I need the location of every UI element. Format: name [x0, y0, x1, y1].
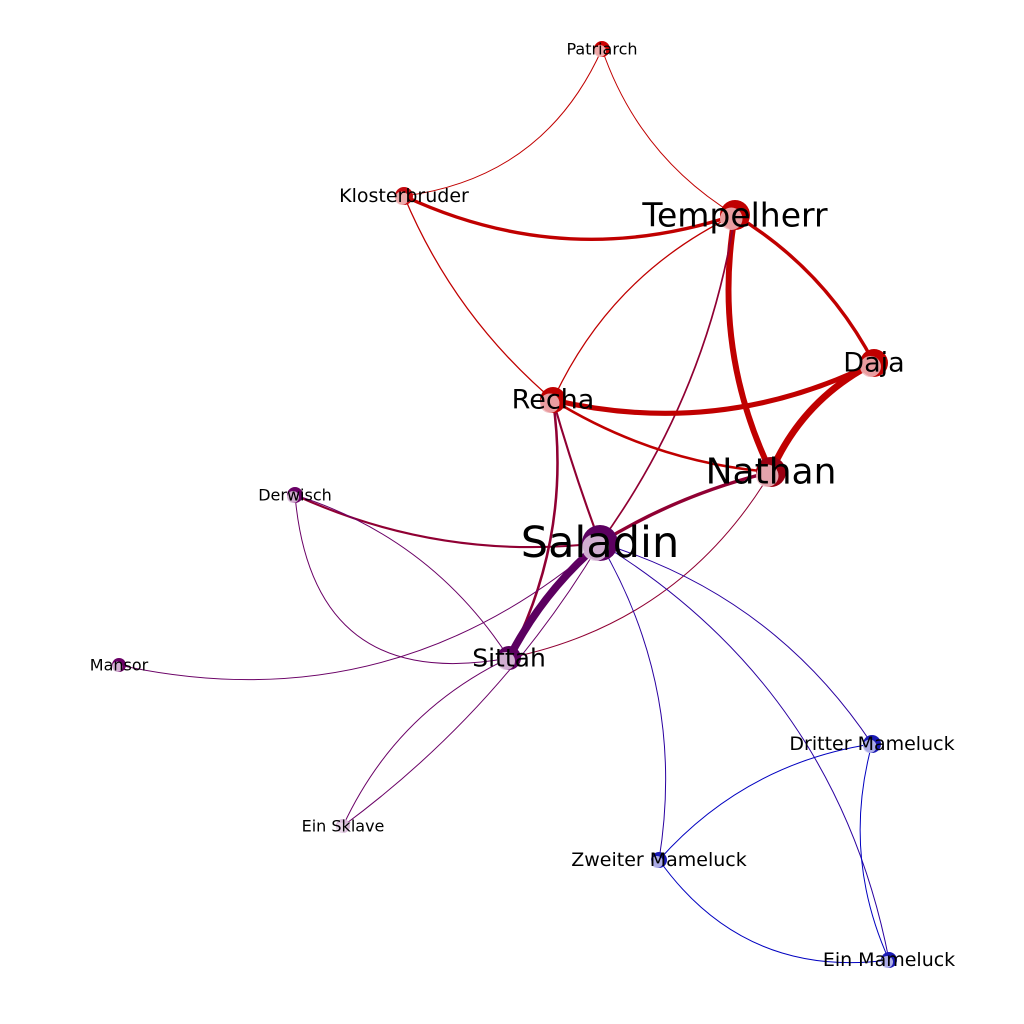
edge-tempelherr-nathan	[725, 212, 774, 475]
node-daja[interactable]	[860, 349, 888, 377]
edge-nathan-saladin	[598, 470, 773, 545]
nodes-layer	[112, 41, 897, 968]
node-dritter[interactable]	[863, 735, 881, 753]
node-halo-einmameluck	[881, 956, 893, 968]
node-halo-patriarch	[594, 45, 606, 57]
node-halo-daja	[860, 356, 881, 377]
edge-nathan-sittah	[508, 471, 772, 659]
node-label-mansor: Mansor	[90, 656, 149, 675]
node-halo-recha	[540, 393, 560, 413]
node-label-dritter: Dritter Mameluck	[789, 733, 954, 755]
edges-layer	[118, 48, 890, 964]
edge-recha-nathan	[551, 398, 773, 474]
node-label-sklave: Ein Sklave	[302, 817, 385, 836]
edge-derwisch-sittah	[294, 494, 510, 659]
edge-sittah-derwisch	[294, 494, 510, 665]
edge-patriarch-klosterbruder	[403, 48, 603, 197]
node-label-zweiter: Zweiter Mameluck	[571, 849, 747, 871]
edge-klosterbruder-tempelherr	[402, 194, 737, 241]
edge-derwisch-saladin	[293, 493, 602, 549]
edge-saladin-dritter	[599, 542, 873, 745]
node-label-derwisch: Derwisch	[258, 486, 332, 505]
node-nathan[interactable]	[756, 457, 786, 487]
edge-saladin-sklave	[342, 542, 601, 827]
node-halo-dritter	[863, 739, 877, 753]
node-sittah[interactable]	[497, 646, 521, 670]
node-zweiter[interactable]	[651, 852, 667, 868]
node-halo-zweiter	[651, 856, 663, 868]
edge-sittah-sklave	[342, 657, 510, 827]
node-halo-nathan	[756, 464, 779, 487]
edge-saladin-zweiter	[599, 542, 667, 861]
node-einmameluck[interactable]	[881, 952, 897, 968]
node-label-tempelherr: Tempelherr	[641, 196, 828, 235]
edge-tempelherr-saladin	[599, 214, 736, 544]
node-halo-tempelherr	[720, 207, 743, 230]
node-label-recha: Recha	[512, 385, 595, 416]
node-label-daja: Daja	[843, 348, 904, 379]
node-patriarch[interactable]	[594, 41, 610, 57]
node-halo-mansor	[112, 661, 123, 672]
node-tempelherr[interactable]	[720, 200, 750, 230]
node-label-einmameluck: Ein Mameluck	[823, 949, 955, 971]
node-mansor[interactable]	[112, 658, 126, 672]
node-label-patriarch: Patriarch	[567, 40, 638, 59]
edge-dritter-zweiter	[658, 743, 873, 861]
node-halo-saladin	[582, 534, 609, 561]
edge-tempelherr-daja	[733, 213, 876, 365]
edge-patriarch-tempelherr	[601, 48, 736, 216]
edge-daja-recha	[550, 360, 877, 416]
edge-klosterbruder-recha	[403, 195, 554, 401]
edge-tempelherr-recha	[552, 214, 736, 401]
node-klosterbruder[interactable]	[395, 187, 413, 205]
node-sklave[interactable]	[336, 819, 350, 833]
node-label-nathan: Nathan	[706, 452, 837, 493]
edge-zweiter-einmameluck	[658, 859, 890, 964]
edge-saladin-mansor	[118, 542, 601, 681]
node-halo-derwisch	[287, 491, 299, 503]
node-halo-sittah	[497, 652, 515, 670]
edge-daja-nathan	[767, 359, 878, 476]
node-halo-sklave	[336, 822, 347, 833]
node-label-klosterbruder: Klosterbruder	[339, 185, 469, 207]
edge-dritter-einmameluck	[859, 743, 890, 961]
node-halo-klosterbruder	[395, 191, 409, 205]
node-label-sittah: Sittah	[472, 644, 546, 673]
node-derwisch[interactable]	[287, 487, 303, 503]
node-recha[interactable]	[540, 387, 566, 413]
node-label-saladin: Saladin	[521, 518, 679, 568]
edge-saladin-einmameluck	[599, 542, 890, 961]
node-saladin[interactable]	[582, 525, 618, 561]
